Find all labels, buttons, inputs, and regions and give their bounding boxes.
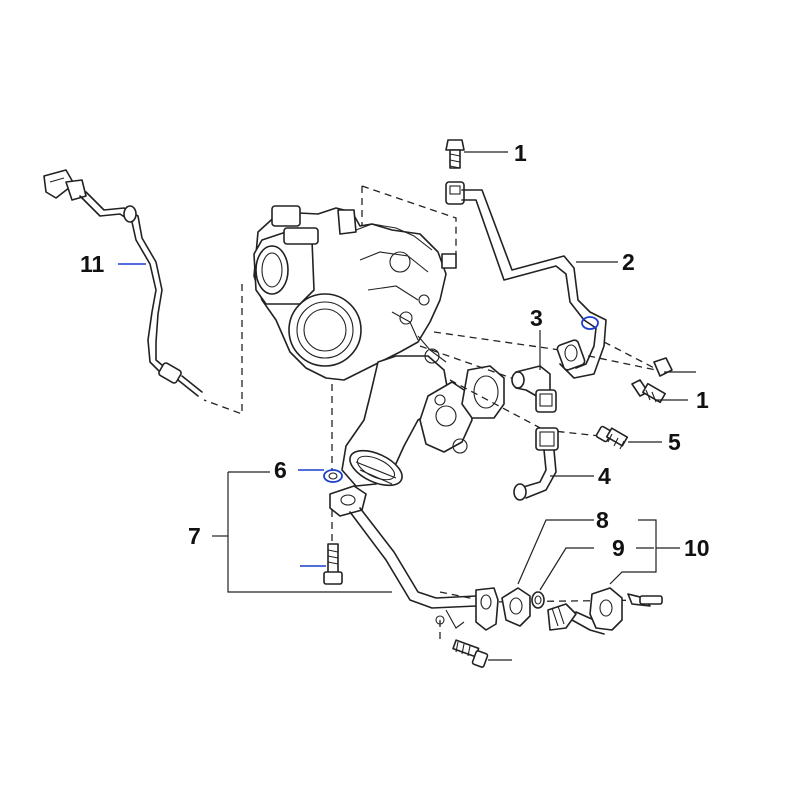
gasket-8	[501, 587, 531, 627]
bolt-vertical	[323, 543, 343, 585]
bolt-right	[631, 357, 673, 404]
connector-10	[547, 587, 663, 635]
sensor-cable	[43, 169, 203, 397]
bolt-bottom	[452, 639, 489, 668]
callout-5: 5	[668, 429, 681, 455]
callout-1-right: 1	[696, 387, 709, 413]
callout-8: 8	[596, 507, 609, 533]
callout-11: 11	[80, 251, 105, 277]
callout-2: 2	[622, 249, 635, 275]
callout-10: 10	[684, 535, 710, 561]
gasket-6	[323, 469, 343, 483]
callout-3: 3	[530, 305, 543, 331]
callout-6: 6	[274, 457, 287, 483]
oil-return-pipe	[329, 485, 499, 631]
seal-9	[531, 591, 545, 609]
turbocharger	[253, 205, 505, 487]
banjo-bolt-top	[445, 139, 465, 205]
bolt-5	[595, 425, 629, 450]
callout-1-top: 1	[514, 140, 527, 166]
callout-4: 4	[598, 463, 611, 489]
oil-drain-pipe	[513, 427, 559, 501]
callout-9: 9	[612, 535, 625, 561]
callout-7: 7	[188, 523, 201, 549]
oil-feed-pipe	[461, 189, 607, 379]
elbow-fitting	[511, 365, 557, 413]
